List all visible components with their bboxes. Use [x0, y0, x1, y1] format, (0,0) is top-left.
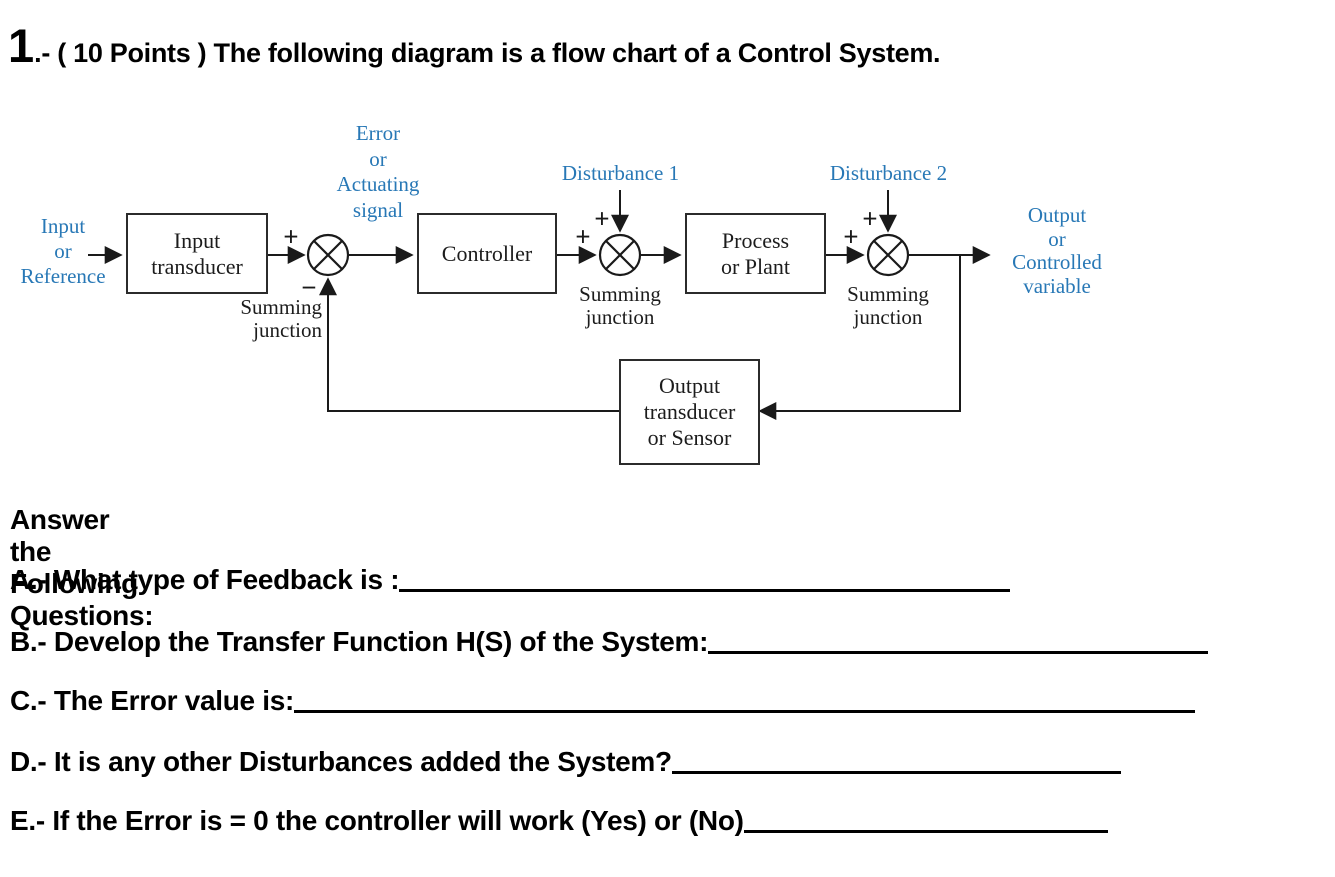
- feedback-line-right: [758, 255, 961, 420]
- feedback-line-left: [319, 277, 619, 412]
- block-label-line: Process: [721, 227, 790, 253]
- error-or-actuating-signal-label: Error or Actuating signal: [307, 121, 449, 223]
- sj3-plus-top-sign: +: [862, 203, 878, 234]
- question-b-answer-blank: [708, 651, 1208, 654]
- question-d-answer-blank: [671, 771, 1121, 774]
- question-b-label: B.- Develop the Transfer Function H(S) o…: [10, 626, 709, 657]
- sj1-plus-sign: +: [283, 221, 299, 252]
- summing-junction-1-circle: [306, 233, 350, 277]
- question-title-text: .- ( 10 Points ) The following diagram i…: [34, 38, 941, 68]
- output-or-controlled-variable-label: Output or Controlled variable: [986, 203, 1128, 298]
- label-line: or: [369, 146, 387, 171]
- summing-junction-1-label: Summing junction: [180, 296, 322, 342]
- label-line: or: [1048, 226, 1066, 251]
- question-row-c: C.- The Error value is:: [10, 685, 1195, 717]
- label-line: Error: [355, 121, 401, 145]
- label-line: Reference: [20, 264, 106, 288]
- block-label-line: transducer: [643, 399, 736, 424]
- label-line: Summing: [847, 282, 929, 306]
- sj2-plus-left-sign: +: [575, 221, 591, 252]
- label-line: Controlled: [1012, 250, 1102, 274]
- question-a-label: A.- What type of Feedback is :: [10, 564, 400, 595]
- label-line: Summing: [240, 295, 322, 319]
- label-line: Output: [1027, 203, 1087, 227]
- block-label-line: Input: [173, 227, 221, 253]
- question-a-answer-blank: [399, 589, 1010, 592]
- label-line: signal: [352, 197, 404, 222]
- question-c-answer-blank: [294, 710, 1195, 713]
- sj3-plus-left-sign: +: [843, 221, 859, 252]
- questions-heading: Answer the Following Questions:: [10, 504, 154, 631]
- label-line: Input: [40, 214, 86, 238]
- summing-junction-3-label: Summing junction: [817, 283, 959, 329]
- question-row-d: D.- It is any other Disturbances added t…: [10, 746, 1121, 778]
- summing-junction-2-circle: [598, 233, 642, 277]
- page-title: 1 .- ( 10 Points ) The following diagram…: [8, 19, 941, 72]
- question-number: 1: [8, 19, 35, 72]
- label-line: Summing: [579, 282, 661, 306]
- question-row-a: A.- What type of Feedback is :: [10, 564, 1010, 596]
- label-line: Actuating: [336, 172, 420, 196]
- input-or-reference-label: Input or Reference: [2, 214, 124, 289]
- question-e-answer-blank: [743, 830, 1108, 833]
- block-label-line: transducer: [151, 253, 243, 279]
- label-line: or: [54, 239, 72, 263]
- label-line: junction: [585, 305, 655, 329]
- question-c-label: C.- The Error value is:: [10, 685, 295, 716]
- question-row-e: E.- If the Error is = 0 the controller w…: [10, 805, 1108, 837]
- block-label-line: Output: [658, 373, 721, 398]
- disturbance-2-label: Disturbance 2: [829, 161, 948, 185]
- block-label-line: or Plant: [720, 253, 791, 279]
- block-label-line: or Sensor: [647, 425, 732, 450]
- summing-junction-3-circle: [866, 233, 910, 277]
- sj1-minus-sign: −: [301, 272, 317, 303]
- process-or-plant-block: Process or Plant: [685, 213, 826, 294]
- disturbance-1-label: Disturbance 1: [561, 161, 680, 185]
- controller-block: Controller: [417, 213, 557, 294]
- sj2-plus-top-sign: +: [594, 203, 610, 234]
- output-transducer-block: Output transducer or Sensor: [619, 359, 760, 465]
- label-line: junction: [253, 318, 322, 342]
- question-d-label: D.- It is any other Disturbances added t…: [10, 746, 672, 777]
- question-e-label: E.- If the Error is = 0 the controller w…: [10, 805, 744, 836]
- label-line: junction: [853, 305, 923, 329]
- input-transducer-block: Input transducer: [126, 213, 268, 294]
- summing-junction-2-label: Summing junction: [549, 283, 691, 329]
- label-line: variable: [1023, 273, 1091, 298]
- question-row-b: B.- Develop the Transfer Function H(S) o…: [10, 626, 1208, 658]
- block-label-line: Controller: [441, 240, 533, 266]
